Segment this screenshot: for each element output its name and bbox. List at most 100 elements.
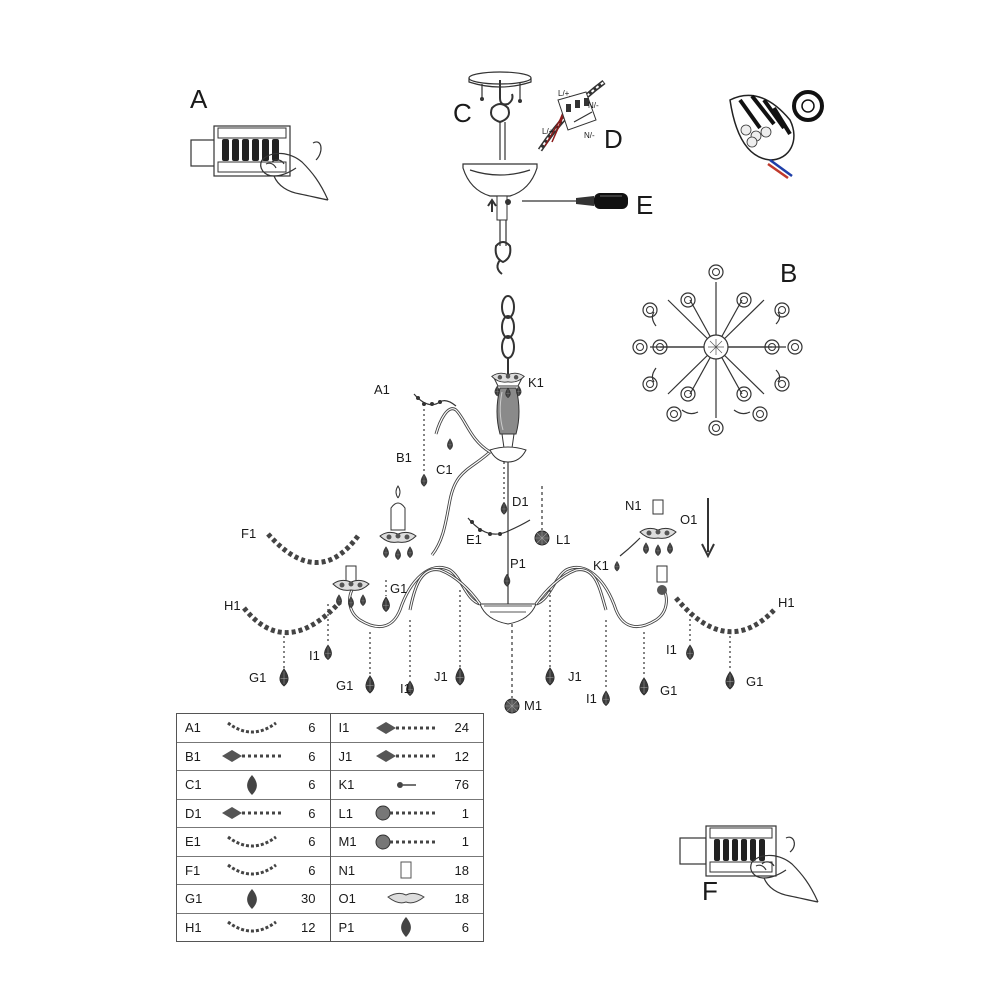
- parts-row: D1 6: [177, 800, 330, 828]
- bead-icon: [371, 774, 441, 796]
- part-quantity: 18: [454, 862, 469, 878]
- callout-o1: O1: [680, 512, 697, 527]
- step-b-label: B: [780, 258, 797, 288]
- callout-b1: B1: [396, 450, 412, 465]
- step-a-label: A: [190, 84, 208, 114]
- v-chain-icon: [217, 831, 287, 853]
- callout-g1-left: G1: [249, 670, 266, 685]
- callout-k1-top: K1: [528, 375, 544, 390]
- part-quantity: 6: [308, 748, 316, 764]
- callout-g1-right: G1: [746, 674, 763, 689]
- parts-row: C1 6: [177, 771, 330, 800]
- arm-rotation-diagram: B: [632, 258, 803, 436]
- part-code: K1: [338, 777, 355, 793]
- part-code: I1: [338, 720, 350, 736]
- step-a-illustration: A: [190, 84, 329, 201]
- chandelier-assembly: [242, 295, 778, 714]
- drop-icon: [217, 888, 287, 910]
- parts-row: G1 30: [177, 885, 330, 914]
- parts-row: P1 6: [331, 914, 484, 942]
- drop-icon: [217, 774, 287, 796]
- callout-j1-left: J1: [434, 669, 448, 684]
- callout-i1-mid-right: I1: [586, 691, 597, 706]
- drop-chain-icon: [217, 745, 287, 767]
- parts-row: M1 1: [330, 828, 483, 857]
- callout-j1-right: J1: [568, 669, 582, 684]
- part-quantity: 12: [301, 919, 316, 935]
- callout-k1-side: K1: [593, 558, 609, 573]
- bobeche-icon: [371, 888, 441, 910]
- callout-g1-upper: G1: [390, 581, 407, 596]
- v-chain-icon: [217, 859, 287, 881]
- callout-m1: M1: [524, 698, 542, 713]
- parts-row: N1 18: [330, 857, 483, 885]
- sleeve-icon: [371, 859, 441, 881]
- callout-n1: N1: [625, 498, 642, 513]
- part-quantity: 6: [308, 720, 316, 736]
- drop-chain-icon: [371, 745, 441, 767]
- part-quantity: 18: [454, 891, 469, 907]
- parts-row: H1 12: [177, 914, 330, 942]
- part-code: G1: [185, 891, 203, 907]
- callout-e1: E1: [466, 532, 482, 547]
- ball-chain-icon: [371, 802, 441, 824]
- drop-chain-icon: [217, 802, 287, 824]
- callout-a1: A1: [374, 382, 390, 397]
- part-code: A1: [185, 720, 201, 736]
- part-quantity: 6: [308, 777, 316, 793]
- callout-g1-mid-right: G1: [660, 683, 677, 698]
- part-code: B1: [185, 748, 201, 764]
- part-code: J1: [338, 748, 353, 764]
- parts-row: E1 6: [177, 828, 330, 857]
- v-chain-icon: [217, 717, 287, 739]
- part-code: M1: [338, 834, 357, 850]
- part-code: H1: [185, 919, 202, 935]
- part-code: P1: [338, 919, 355, 935]
- callout-h1-right: H1: [778, 595, 795, 610]
- part-code: E1: [185, 834, 201, 850]
- part-quantity: 12: [454, 748, 469, 764]
- wiring-n-bottom: N/-: [584, 131, 595, 140]
- part-quantity: 6: [308, 834, 316, 850]
- callout-d1: D1: [512, 494, 529, 509]
- parts-row: A1 6: [177, 714, 330, 743]
- ceiling-mount-illustration: C L/+ N/- L/+ N/- D E: [453, 71, 653, 275]
- wiring-n-top: N/-: [588, 101, 599, 110]
- part-code: N1: [338, 862, 356, 878]
- part-quantity: 30: [301, 891, 316, 907]
- callout-labels: A1 B1 C1 D1 E1 F1 G1 H1 H1 I1 I1 G1 G1 I…: [224, 375, 795, 713]
- part-quantity: 24: [454, 720, 469, 736]
- callout-i1-mid-left: I1: [400, 681, 411, 696]
- callout-i1-left: I1: [309, 648, 320, 663]
- part-quantity: 76: [454, 777, 469, 793]
- parts-row: J1 12: [330, 743, 483, 771]
- part-quantity: 6: [461, 919, 469, 935]
- step-d-label: D: [604, 124, 623, 154]
- callout-f1: F1: [241, 526, 256, 541]
- parts-row: I1 24: [330, 714, 483, 743]
- part-quantity: 6: [308, 862, 316, 878]
- step-e-label: E: [636, 190, 653, 220]
- parts-row: O1 18: [330, 885, 483, 914]
- callout-p1: P1: [510, 556, 526, 571]
- part-code: C1: [185, 777, 202, 793]
- drop-icon: [371, 916, 441, 938]
- wiring-l-top: L/+: [558, 89, 570, 98]
- part-quantity: 1: [461, 834, 469, 850]
- part-code: O1: [338, 891, 356, 907]
- part-code: D1: [185, 805, 202, 821]
- wiring-l-bottom: L/+: [542, 127, 554, 136]
- part-code: L1: [338, 805, 353, 821]
- v-chain-icon: [217, 916, 287, 938]
- drop-chain-icon: [371, 717, 441, 739]
- parts-row: K1 76: [330, 771, 483, 800]
- part-quantity: 6: [308, 805, 316, 821]
- callout-g1-mid-left: G1: [336, 678, 353, 693]
- down-arrow-icon: [701, 498, 715, 559]
